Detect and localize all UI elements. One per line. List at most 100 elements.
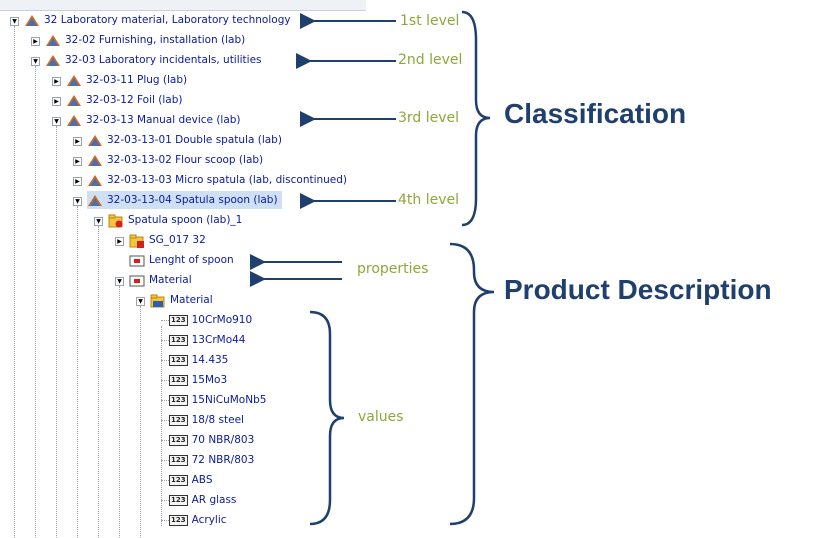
tree-node-label: Lenght of spoon — [149, 254, 234, 266]
classification-brace — [461, 10, 491, 227]
collapse-toggle[interactable]: ▼ — [10, 17, 19, 26]
tree-guide — [161, 460, 169, 461]
class-icon — [45, 33, 61, 47]
class-icon — [87, 173, 103, 187]
value-label: 15NiCuMoNb5 — [191, 394, 267, 406]
expand-toggle[interactable]: ▶ — [52, 97, 61, 106]
value-label: Acrylic — [191, 514, 227, 526]
collapse-toggle[interactable]: ▼ — [31, 57, 40, 66]
tree-node[interactable]: SG_017 32 — [129, 231, 206, 249]
product-description-brace — [449, 242, 495, 526]
tree-guide — [161, 420, 169, 421]
collapse-toggle[interactable]: ▼ — [94, 217, 103, 226]
label-properties: properties — [357, 261, 429, 277]
values-brace — [309, 310, 345, 526]
tree-guide — [161, 400, 169, 401]
tree-node-label: 32-03-13-01 Double spatula (lab) — [107, 134, 282, 146]
tree-guide — [77, 206, 78, 538]
label-values: values — [358, 409, 404, 425]
tree-node[interactable]: 32-03-13 Manual device (lab) — [66, 111, 241, 129]
tree-node-label: 32-03-12 Foil (lab) — [86, 94, 183, 106]
value-label: 72 NBR/803 — [191, 454, 255, 466]
tree-node[interactable]: 32-03-13-02 Flour scoop (lab) — [87, 151, 263, 169]
tree-node[interactable]: Material — [129, 271, 192, 289]
collapse-toggle[interactable]: ▼ — [136, 297, 145, 306]
value-number-icon: 123 — [169, 374, 188, 386]
expand-toggle[interactable]: ▶ — [73, 177, 82, 186]
property-icon — [129, 253, 145, 267]
heading-product-description: Product Description — [504, 274, 772, 305]
value-number-icon: 123 — [169, 434, 188, 446]
tree-node-selected[interactable]: 32-03-13-04 Spatula spoon (lab) — [87, 191, 282, 209]
tree-node[interactable]: 32-02 Furnishing, installation (lab) — [45, 31, 245, 49]
value-number-icon: 123 — [169, 474, 188, 486]
expand-toggle[interactable]: ▶ — [52, 77, 61, 86]
tree-node-label: 32-03-11 Plug (lab) — [86, 74, 188, 86]
tree-node-label: 32-03-13-02 Flour scoop (lab) — [107, 154, 264, 166]
class-icon — [87, 193, 103, 207]
value-label: 10CrMo910 — [191, 314, 253, 326]
expand-toggle[interactable]: ▶ — [115, 237, 124, 246]
tree-guide — [35, 66, 36, 538]
tree-node[interactable]: Material — [150, 291, 213, 309]
class-icon — [87, 133, 103, 147]
tree-node[interactable]: 32 Laboratory material, Laboratory techn… — [24, 11, 291, 29]
expand-toggle[interactable]: ▶ — [73, 157, 82, 166]
tree-guide — [161, 500, 169, 501]
value-label: 14.435 — [191, 354, 229, 366]
class-icon — [45, 53, 61, 67]
tree-guide — [98, 226, 99, 538]
label-level3: 3rd level — [398, 110, 460, 126]
attribute-group-icon — [129, 233, 145, 248]
value-label: 15Mo3 — [191, 374, 228, 386]
tree-node[interactable]: 32-03-13-01 Double spatula (lab) — [87, 131, 282, 149]
value-label: AR glass — [191, 494, 237, 506]
class-icon — [66, 113, 82, 127]
class-icon — [66, 73, 82, 87]
tree-node-label: Spatula spoon (lab)_1 — [128, 214, 243, 226]
value-label: 13CrMo44 — [191, 334, 246, 346]
tree-node[interactable]: 32-03-13-03 Micro spatula (lab, disconti… — [87, 171, 347, 189]
property-icon — [129, 273, 145, 287]
tree-guide — [119, 286, 120, 538]
value-number-icon: 123 — [169, 454, 188, 466]
tree-node[interactable]: 32-03-12 Foil (lab) — [66, 91, 182, 109]
value-number-icon: 123 — [169, 334, 188, 346]
tree-guide — [161, 520, 169, 521]
tree-guide — [161, 320, 169, 321]
product-folder-icon — [108, 213, 124, 228]
value-number-icon: 123 — [169, 394, 188, 406]
collapse-toggle[interactable]: ▼ — [52, 117, 61, 126]
tree-header-bar — [0, 0, 366, 11]
expand-toggle[interactable]: ▶ — [73, 137, 82, 146]
collapse-toggle[interactable]: ▼ — [73, 197, 82, 206]
tree-node-label: 32-03-13-04 Spatula spoon (lab) — [107, 194, 278, 206]
tree-node-label: SG_017 32 — [149, 234, 206, 246]
label-level2: 2nd level — [398, 52, 463, 68]
tree-guide — [161, 380, 169, 381]
value-label: 70 NBR/803 — [191, 434, 255, 446]
value-folder-icon — [150, 293, 166, 308]
tree-node[interactable]: 32-03 Laboratory incidentals, utilities — [45, 51, 262, 69]
tree-node-label: 32-02 Furnishing, installation (lab) — [65, 34, 246, 46]
expand-toggle[interactable]: ▶ — [31, 37, 40, 46]
tree-guide — [161, 326, 162, 526]
value-label: 18/8 steel — [191, 414, 244, 426]
tree-node[interactable]: Spatula spoon (lab)_1 — [108, 211, 242, 229]
tree-node[interactable]: Lenght of spoon — [129, 251, 234, 269]
tree-node[interactable]: 32-03-11 Plug (lab) — [66, 71, 187, 89]
tree-node-label: 32 Laboratory material, Laboratory techn… — [44, 14, 291, 26]
collapse-toggle[interactable]: ▼ — [115, 277, 124, 286]
label-level1: 1st level — [400, 13, 460, 29]
